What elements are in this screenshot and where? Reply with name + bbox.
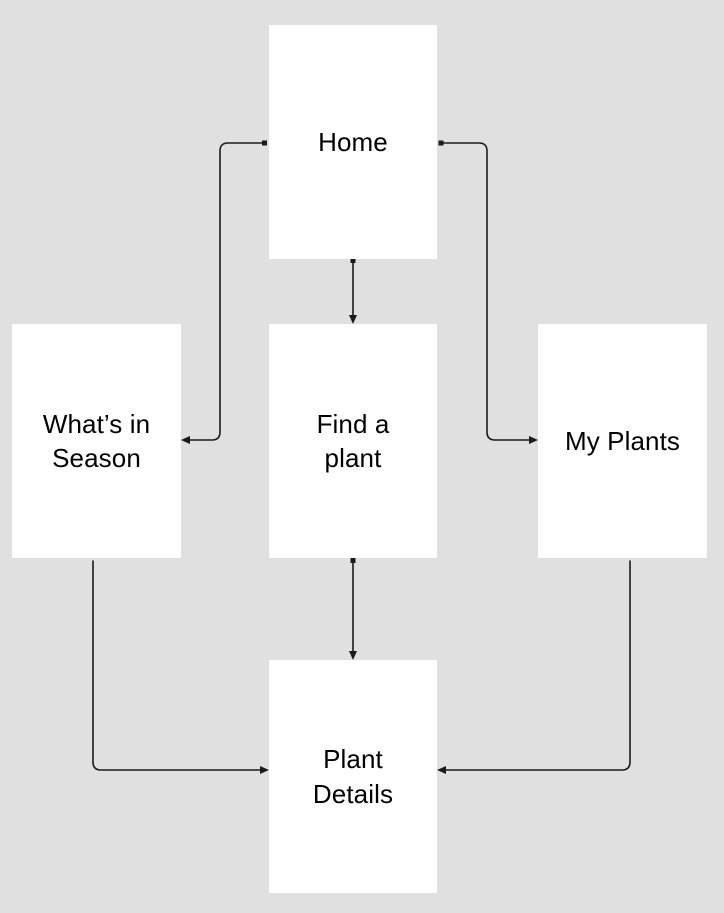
node-whats-in-season[interactable]: What’s in Season — [12, 324, 181, 558]
edge-find-to-details — [349, 558, 357, 660]
node-home[interactable]: Home — [269, 25, 437, 259]
edge-tail-dot — [438, 140, 444, 146]
arrowhead-icon — [349, 651, 357, 660]
edge-myplants-to-details — [437, 560, 631, 774]
edge-season-to-details — [92, 560, 269, 774]
arrowhead-icon — [437, 766, 446, 774]
node-my-plants-label: My Plants — [564, 425, 681, 456]
arrowhead-icon — [349, 315, 357, 324]
arrowhead-icon — [260, 766, 269, 774]
node-find-a-plant[interactable]: Find a plant — [269, 324, 437, 558]
node-whats-in-season-label: What’s in Season — [42, 408, 151, 473]
edge-home-to-season — [181, 140, 267, 444]
node-plant-details[interactable]: Plant Details — [269, 660, 437, 893]
node-home-label: Home — [318, 126, 388, 157]
node-plant-details-label: Plant Details — [312, 744, 394, 809]
edge-tail-dot — [350, 558, 356, 563]
node-my-plants[interactable]: My Plants — [538, 324, 707, 558]
arrowhead-icon — [529, 436, 538, 444]
edge-home-to-myplants — [438, 140, 538, 444]
arrowhead-icon — [181, 436, 190, 444]
node-find-a-plant-label: Find a plant — [316, 408, 390, 473]
edge-home-to-find — [349, 258, 357, 324]
edge-tail-dot — [262, 140, 267, 146]
